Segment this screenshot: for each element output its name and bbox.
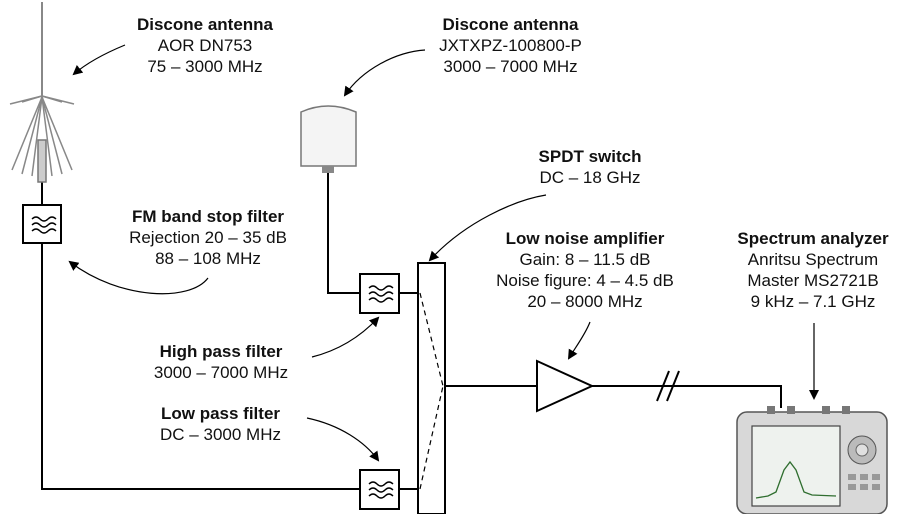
label-line: 20 – 8000 MHz bbox=[527, 292, 643, 311]
label-line: Noise figure: 4 – 4.5 dB bbox=[496, 271, 674, 290]
low-pass-filter-icon bbox=[359, 469, 400, 510]
label-line: JXTXPZ-100800-P bbox=[439, 36, 582, 55]
spectrum-analyzer-device-icon bbox=[736, 406, 888, 514]
label-line: Master MS2721B bbox=[747, 271, 879, 290]
discone-antenna-2-icon bbox=[300, 105, 357, 173]
signal-wires bbox=[41, 172, 782, 490]
label-line: Rejection 20 – 35 dB bbox=[129, 228, 287, 247]
high-pass-filter-label: High pass filter 3000 – 7000 MHz bbox=[132, 341, 310, 383]
fm-band-stop-filter-label: FM band stop filter Rejection 20 – 35 dB… bbox=[108, 206, 308, 269]
label-title: FM band stop filter bbox=[131, 207, 285, 226]
curved-arrow-icon bbox=[343, 49, 426, 97]
fm-to-lpf-wire bbox=[41, 243, 360, 490]
curved-arrow-icon bbox=[428, 194, 547, 262]
label-title: Low noise amplifier bbox=[505, 229, 665, 248]
discone-antenna-1-icon bbox=[9, 2, 75, 183]
label-title: Spectrum analyzer bbox=[737, 229, 889, 248]
label-title: High pass filter bbox=[159, 342, 283, 361]
curved-arrow-icon bbox=[306, 417, 380, 462]
spdt-switch-icon bbox=[417, 262, 446, 514]
curved-arrow-icon bbox=[68, 260, 209, 295]
label-line: 3000 – 7000 MHz bbox=[443, 57, 578, 76]
label-title: SPDT switch bbox=[538, 147, 642, 166]
label-line: Anritsu Spectrum bbox=[747, 250, 879, 269]
label-line: 9 kHz – 7.1 GHz bbox=[750, 292, 876, 311]
spectrum-analyzer-label: Spectrum analyzer Anritsu Spectrum Maste… bbox=[713, 228, 913, 312]
discone-antenna-2-label: Discone antenna JXTXPZ-100800-P 3000 – 7… bbox=[418, 14, 603, 77]
antenna2-to-hpf-wire bbox=[327, 172, 360, 294]
label-line: DC – 3000 MHz bbox=[160, 425, 281, 444]
fm-band-stop-filter-icon bbox=[22, 204, 62, 244]
low-pass-filter-label: Low pass filter DC – 3000 MHz bbox=[138, 403, 303, 445]
curved-arrow-icon bbox=[311, 316, 380, 358]
label-line: 75 – 3000 MHz bbox=[147, 57, 263, 76]
label-title: Low pass filter bbox=[160, 404, 281, 423]
label-line: 3000 – 7000 MHz bbox=[153, 363, 289, 382]
high-pass-filter-icon bbox=[359, 273, 400, 314]
line-break-icon bbox=[656, 370, 680, 402]
spdt-switch-label: SPDT switch DC – 18 GHz bbox=[515, 146, 665, 188]
label-line: 88 – 108 MHz bbox=[155, 249, 261, 268]
amplifier-triangle-icon bbox=[536, 359, 595, 413]
label-line: Gain: 8 – 11.5 dB bbox=[519, 250, 651, 269]
label-line: DC – 18 GHz bbox=[539, 168, 641, 187]
label-title: Discone antenna bbox=[442, 15, 579, 34]
callout-arrows bbox=[68, 44, 819, 462]
discone-antenna-1-label: Discone antenna AOR DN753 75 – 3000 MHz bbox=[130, 14, 280, 77]
curved-arrow-icon bbox=[567, 321, 591, 360]
lna-to-analyzer-wire bbox=[592, 385, 782, 408]
label-line: AOR DN753 bbox=[157, 36, 253, 55]
label-title: Discone antenna bbox=[136, 15, 274, 34]
low-noise-amplifier-label: Low noise amplifier Gain: 8 – 11.5 dB No… bbox=[465, 228, 705, 312]
curved-arrow-icon bbox=[72, 44, 126, 76]
